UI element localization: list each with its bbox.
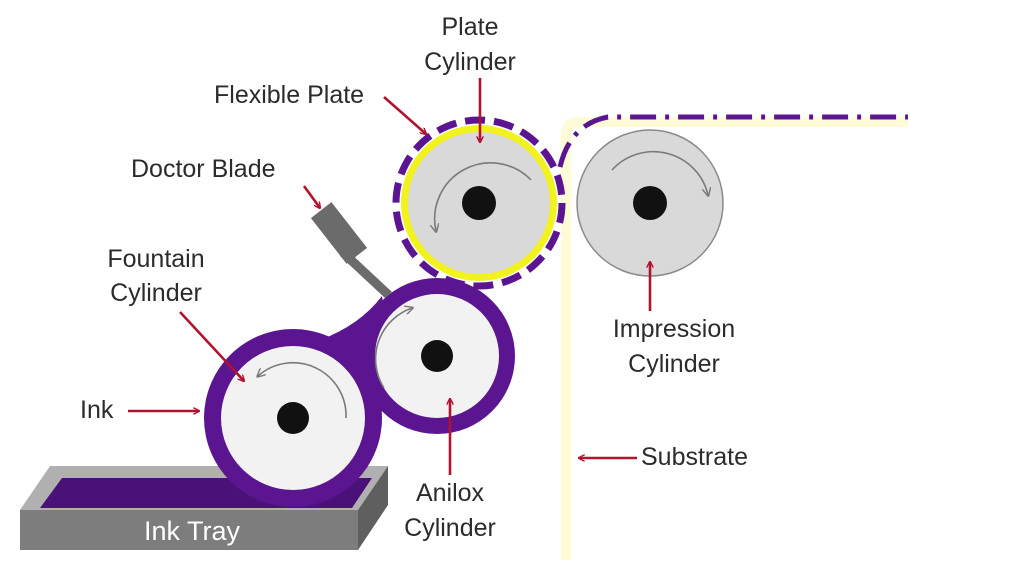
substrate-label: Substrate — [641, 443, 748, 471]
anilox-hub — [421, 340, 453, 372]
anilox-cylinder — [374, 294, 499, 418]
anilox-cylinder-label-line1: Anilox — [416, 479, 485, 507]
flexible-plate-pointer — [383, 96, 426, 134]
impression-cylinder-label-line1: Impression — [613, 315, 735, 343]
impression-rotation-arrow — [611, 150, 708, 195]
plate-cylinder-label-line2: Cylinder — [424, 48, 516, 76]
anilox-rotation-arrow — [374, 308, 412, 389]
ink-tray-label: Ink Tray — [144, 516, 241, 546]
flexible-plate-label: Flexible Plate — [214, 81, 364, 109]
impression-hub — [633, 186, 667, 220]
doctor-blade — [310, 202, 392, 298]
ink-tray-right-side — [358, 466, 388, 550]
doctor-blade-label: Doctor Blade — [131, 155, 276, 183]
ink-tray-front — [20, 510, 358, 550]
plate-cylinder-label-line1: Plate — [442, 13, 499, 41]
plate-hub — [462, 186, 496, 220]
fountain-cylinder — [221, 346, 365, 490]
fountain-cylinder-label-line2: Cylinder — [110, 279, 202, 307]
fountain-cylinder-label-line1: Fountain — [107, 245, 204, 273]
plate-cylinder — [392, 116, 566, 290]
ink-label: Ink — [80, 396, 114, 424]
substrate-web — [561, 117, 908, 560]
anilox-cylinder-label-line2: Cylinder — [404, 514, 496, 542]
fountain-rotation-arrow — [258, 362, 347, 419]
fountain-hub — [277, 402, 309, 434]
impression-cylinder — [576, 129, 724, 277]
doctor-blade-pointer — [302, 185, 320, 208]
impression-cylinder-label-line2: Cylinder — [628, 350, 720, 378]
fountain-cylinder-pointer — [179, 311, 244, 381]
plate-rotation-arrow — [435, 162, 532, 231]
printed-ink-line — [557, 114, 908, 168]
